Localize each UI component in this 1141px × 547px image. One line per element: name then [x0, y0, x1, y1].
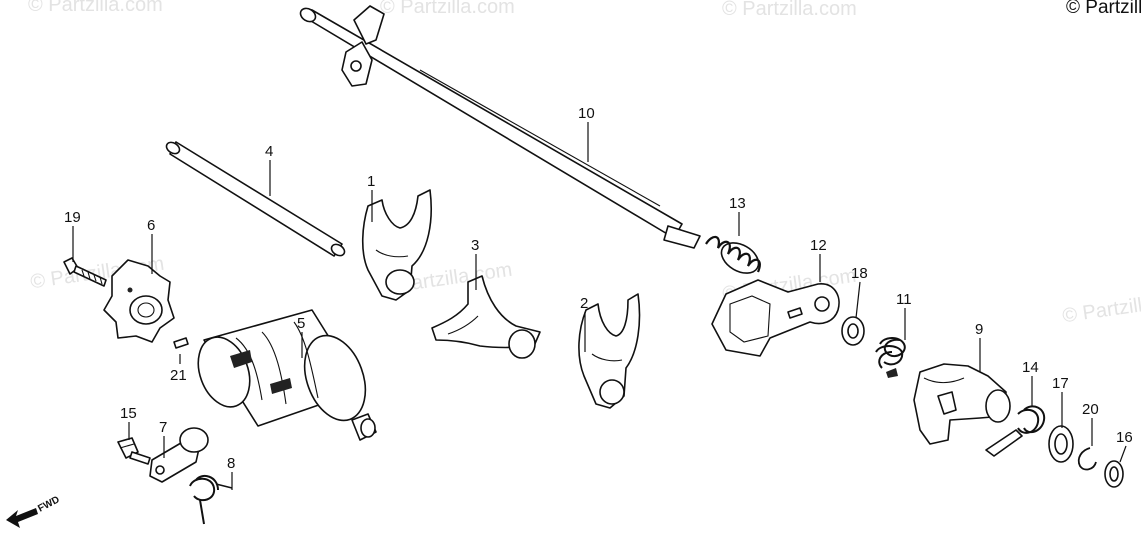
callout-17: 17: [1052, 375, 1069, 392]
copyright-text: © Partzilla.com: [1066, 0, 1141, 18]
shift-fork-2[interactable]: [578, 293, 641, 409]
callout-20: 20: [1082, 401, 1099, 418]
callout-4: 4: [265, 143, 273, 160]
bolt[interactable]: [63, 257, 107, 287]
callout-16: 16: [1116, 429, 1133, 446]
callout-2: 2: [580, 295, 588, 312]
callout-19: 19: [64, 209, 81, 226]
callout-21: 21: [170, 367, 187, 384]
fwd-arrow: FWD: [6, 494, 62, 528]
callout-12: 12: [810, 237, 827, 254]
shift-fork-1[interactable]: [361, 189, 432, 301]
leader-lines: [72, 122, 1127, 490]
callout-6: 6: [147, 217, 155, 234]
callout-3: 3: [471, 237, 479, 254]
drum-shifter[interactable]: [913, 363, 1011, 445]
callout-8: 8: [227, 455, 235, 472]
callout-18: 18: [851, 265, 868, 282]
callout-15: 15: [120, 405, 137, 422]
circlip[interactable]: [1077, 447, 1097, 471]
callout-5: 5: [297, 315, 305, 332]
fwd-label: FWD: [36, 494, 61, 514]
callout-13: 13: [729, 195, 746, 212]
callout-7: 7: [159, 419, 167, 436]
shift-fork-3[interactable]: [431, 275, 541, 359]
callout-11: 11: [896, 291, 912, 308]
callout-10: 10: [578, 105, 595, 122]
stopper-spring[interactable]: [189, 474, 233, 525]
callout-14: 14: [1022, 359, 1039, 376]
spindle-washer[interactable]: [841, 316, 865, 346]
gearshift-spindle[interactable]: [298, 5, 701, 249]
spindle-plate[interactable]: [711, 279, 840, 357]
shift-drum[interactable]: [189, 309, 377, 441]
stopper-arm[interactable]: [149, 427, 209, 483]
stopper-bolt[interactable]: [117, 437, 151, 465]
drum-stopper-plate[interactable]: [103, 259, 175, 343]
callout-labels: 1 2 3 4 5 6 7 8 9 10 11 12 13 14 15 16 1…: [64, 105, 1133, 472]
spindle-spring[interactable]: [705, 235, 764, 280]
shifter-spring[interactable]: [985, 405, 1046, 457]
fork-shaft[interactable]: [164, 140, 346, 258]
washer[interactable]: [1048, 425, 1074, 463]
dowel-pin[interactable]: [173, 337, 189, 349]
callout-9: 9: [975, 321, 983, 338]
collar[interactable]: [1104, 460, 1124, 488]
callout-1: 1: [367, 173, 375, 190]
return-spring[interactable]: [875, 337, 906, 378]
